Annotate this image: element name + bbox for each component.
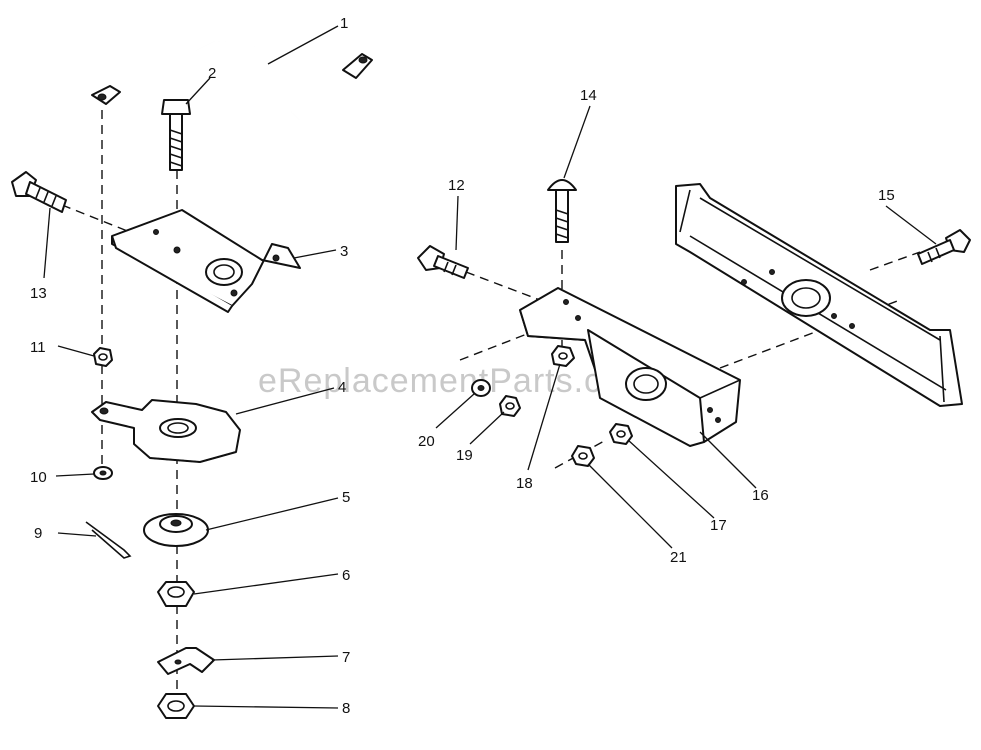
bolt-12-axis-line bbox=[465, 271, 541, 301]
watermark-text: eReplacementParts.com bbox=[258, 362, 651, 400]
callout-4: 4 bbox=[338, 379, 346, 396]
part-5-spacer bbox=[143, 513, 209, 547]
callout-17: 17 bbox=[710, 517, 727, 534]
part-18-nut bbox=[551, 345, 575, 367]
frame-axis-line bbox=[719, 299, 901, 369]
callout-12: 12 bbox=[448, 177, 465, 194]
part-20-washer bbox=[471, 379, 491, 397]
callout-8: 8 bbox=[342, 700, 350, 717]
callout-2: 2 bbox=[208, 65, 216, 82]
callout-13: 13 bbox=[30, 285, 47, 302]
callout-16: 16 bbox=[752, 487, 769, 504]
part-1-control-rod bbox=[91, 40, 373, 124]
frame-rail bbox=[675, 183, 963, 407]
callout-labels: 1 2 3 4 5 6 7 8 9 10 11 12 13 14 15 16 1… bbox=[30, 15, 895, 717]
callout-11: 11 bbox=[30, 339, 46, 356]
part-4-sector-plate bbox=[91, 399, 241, 463]
callout-3: 3 bbox=[340, 243, 348, 260]
callout-18: 18 bbox=[516, 475, 533, 492]
part-14-carriage-bolt bbox=[547, 179, 577, 243]
callout-5: 5 bbox=[342, 489, 350, 506]
callout-21: 21 bbox=[670, 549, 687, 566]
callout-14: 14 bbox=[580, 87, 597, 104]
part-3-bracket bbox=[111, 209, 301, 313]
callout-15: 15 bbox=[878, 187, 895, 204]
part-17-nut bbox=[609, 423, 633, 445]
callout-20: 20 bbox=[418, 433, 435, 450]
part-12-bolt bbox=[417, 245, 469, 279]
part-13-bolt bbox=[11, 171, 67, 213]
bolt-13-axis-line bbox=[61, 204, 131, 233]
part-6-nut bbox=[157, 581, 195, 607]
leader-lines bbox=[43, 25, 937, 709]
part-16-bracket bbox=[519, 287, 741, 447]
part-15-bolt bbox=[917, 229, 971, 265]
part-21-nut bbox=[571, 445, 595, 467]
callout-10: 10 bbox=[30, 469, 47, 486]
part-11-nut bbox=[93, 347, 113, 367]
callout-1: 1 bbox=[340, 15, 348, 32]
part-9-cotter-pin bbox=[85, 521, 132, 559]
part-7-clip bbox=[157, 647, 215, 675]
nut-21-axis-line bbox=[554, 439, 607, 469]
callout-9: 9 bbox=[34, 525, 42, 542]
part-10-washer bbox=[93, 466, 113, 480]
callout-19: 19 bbox=[456, 447, 473, 464]
part-2-bolt bbox=[161, 99, 191, 171]
part-8-nut bbox=[157, 693, 195, 719]
callout-6: 6 bbox=[342, 567, 350, 584]
callout-7: 7 bbox=[342, 649, 350, 666]
bolt-15-axis-line bbox=[869, 251, 921, 271]
